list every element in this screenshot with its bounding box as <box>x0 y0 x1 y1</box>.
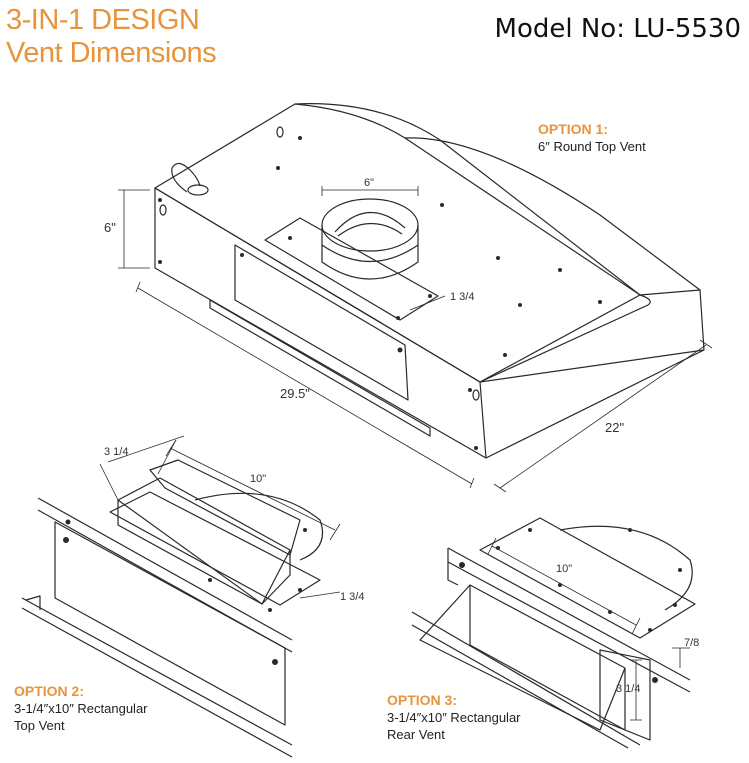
main-depth-label: 22" <box>605 420 624 435</box>
opt3-height-label: 3 1/4 <box>616 683 640 695</box>
option2-heading: OPTION 2: <box>14 683 85 699</box>
hood-back-curve <box>294 103 641 296</box>
opt2-mount-rail <box>37 497 293 653</box>
power-cord <box>171 162 201 193</box>
option3-heading: OPTION 3: <box>387 692 458 708</box>
option2-line1: 3-1/4″x10″ Rectangular <box>14 701 148 716</box>
round-offset-label: 1 3/4 <box>450 291 474 303</box>
hood-front-face <box>154 187 487 459</box>
option2-caption: OPTION 2: 3-1/4″x10″ Rectangular Top Ven… <box>14 683 148 734</box>
opt3-rail-end <box>447 548 459 586</box>
main-width-label: 29.5" <box>280 386 310 401</box>
opt2-screws <box>63 519 307 665</box>
opt3-damper-flap <box>419 584 626 731</box>
round-vent-damper <box>334 211 406 233</box>
opt2-front-panel <box>54 521 286 726</box>
option2-drawing <box>21 435 341 758</box>
opt3-round-outline <box>559 525 693 611</box>
model-number: Model No: LU-5530 <box>494 14 741 44</box>
hood-right-face <box>479 289 705 383</box>
keyhole-slot-1 <box>276 126 284 138</box>
opt2-damper-flap <box>149 459 301 556</box>
hood-bottom-strip <box>209 299 431 437</box>
main-height-label: 6" <box>104 220 116 235</box>
option1-caption: OPTION 1: 6″ Round Top Vent <box>538 121 646 155</box>
opt3-rear-duct-end <box>599 649 651 741</box>
opt2-offset-label: 1 3/4 <box>340 591 364 603</box>
opt2-lower-rail <box>21 597 293 758</box>
option1-line1: 6″ Round Top Vent <box>538 139 646 154</box>
option3-caption: OPTION 3: 3-1/4″x10″ Rectangular Rear Ve… <box>387 692 521 743</box>
opt3-top-plate <box>479 517 696 639</box>
page-title: 3-IN-1 DESIGN Vent Dimensions <box>6 4 217 70</box>
title-line-2: Vent Dimensions <box>6 37 217 69</box>
round-vent-body <box>321 225 419 280</box>
round-vent-damper-2 <box>337 222 403 237</box>
opt2-width-label: 10" <box>250 473 266 485</box>
option3-drawing <box>411 517 696 749</box>
opt3-dimension-lines <box>487 537 690 721</box>
opt3-width-label: 10" <box>556 563 572 575</box>
keyhole-slot-2 <box>159 204 167 216</box>
option2-line2: Top Vent <box>14 718 65 733</box>
round-vent-top <box>321 198 419 252</box>
option3-line2: Rear Vent <box>387 727 445 742</box>
opt2-rect-duct-side <box>117 500 291 605</box>
round-diameter-label: 6" <box>364 177 374 189</box>
main-hood-drawing <box>118 103 713 493</box>
hood-control-panel <box>234 244 409 401</box>
hood-rear-edge <box>404 137 701 291</box>
hood-top-panel <box>154 103 651 383</box>
title-line-1: 3-IN-1 DESIGN <box>6 4 200 36</box>
opt3-lower-rail <box>411 611 641 749</box>
round-vent-band <box>321 244 419 262</box>
opt2-depth-label: 3 1/4 <box>104 446 128 458</box>
opt2-rail-end <box>25 595 41 610</box>
opt2-base-plate <box>109 491 321 606</box>
hood-screws <box>158 136 602 450</box>
cord-grommet <box>187 184 209 196</box>
opt2-dimension-lines <box>99 435 341 599</box>
option1-heading: OPTION 1: <box>538 121 609 137</box>
main-dimension-lines <box>118 186 713 493</box>
hood-bottom-edge <box>485 349 705 459</box>
opt3-offset-label: 7/8 <box>684 637 699 649</box>
opt2-round-outline <box>194 492 324 561</box>
keyhole-slot-3 <box>472 389 480 401</box>
option3-line1: 3-1/4″x10″ Rectangular <box>387 710 521 725</box>
round-vent-plate <box>264 217 439 321</box>
